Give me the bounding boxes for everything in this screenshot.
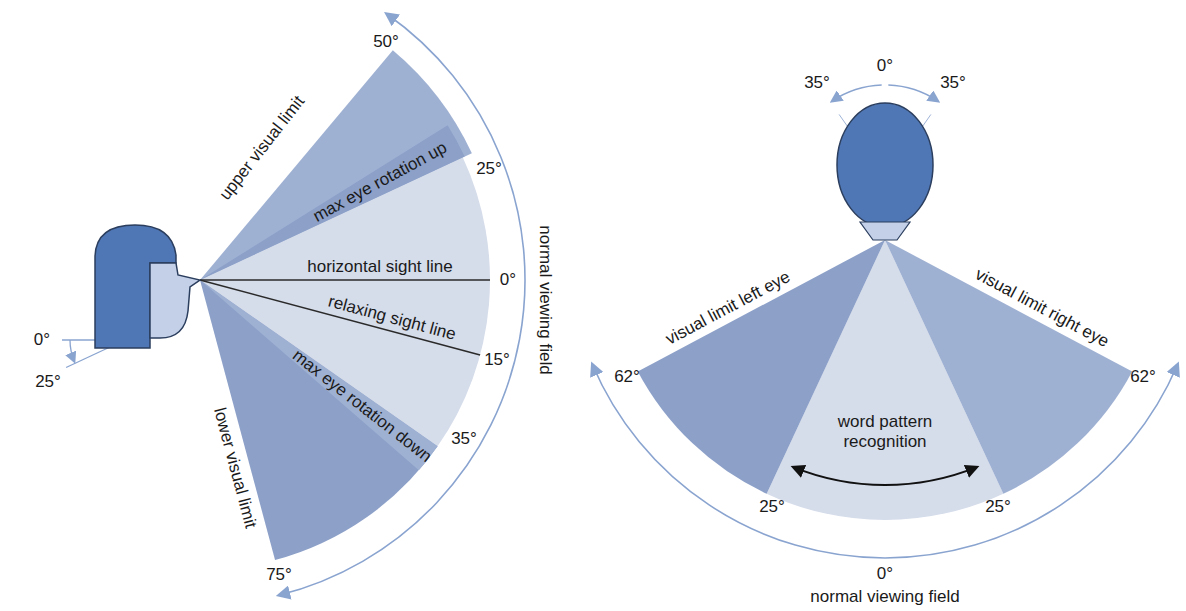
angle-label: 35° [940,73,966,93]
rotation-arc [832,85,882,101]
angle-label: 25° [759,497,785,517]
angle-label: 0° [877,564,893,584]
top-head [837,103,933,240]
angle-label: 0° [34,330,50,350]
field-label: normal viewing field [535,225,555,374]
angle-label: 62° [1130,367,1156,387]
angle-label: 25° [35,372,61,392]
angle-label: 25° [476,159,502,179]
angle-label: 75° [266,565,292,585]
field-label: normal viewing field [810,587,959,607]
angle-label: 50° [373,32,399,52]
horizontal-sight-line [200,279,490,281]
view-sector [200,125,465,280]
nose [860,222,910,240]
zone-label: word pattern recognition [820,412,950,451]
line-label: horizontal sight line [307,257,453,277]
recognition-arrow [793,467,977,485]
angle-label: 62° [614,367,640,387]
head-top-view [837,103,933,227]
angle-label: 0° [877,56,893,76]
angle-label: 15° [484,350,510,370]
side-head [95,225,200,348]
angle-label: 35° [804,73,830,93]
view-sector [200,50,472,280]
relaxing-sight-line [200,280,480,355]
tilt-arc [70,340,74,361]
angle-label: 25° [985,497,1011,517]
view-sector [885,240,1132,494]
angle-label: 35° [451,429,477,449]
viewing-field-arc [279,14,525,596]
viewing-field-arc [592,364,1177,558]
face [150,263,200,338]
rotation-arc [888,85,938,101]
angle-label: 0° [500,270,516,290]
view-sector [638,240,885,494]
